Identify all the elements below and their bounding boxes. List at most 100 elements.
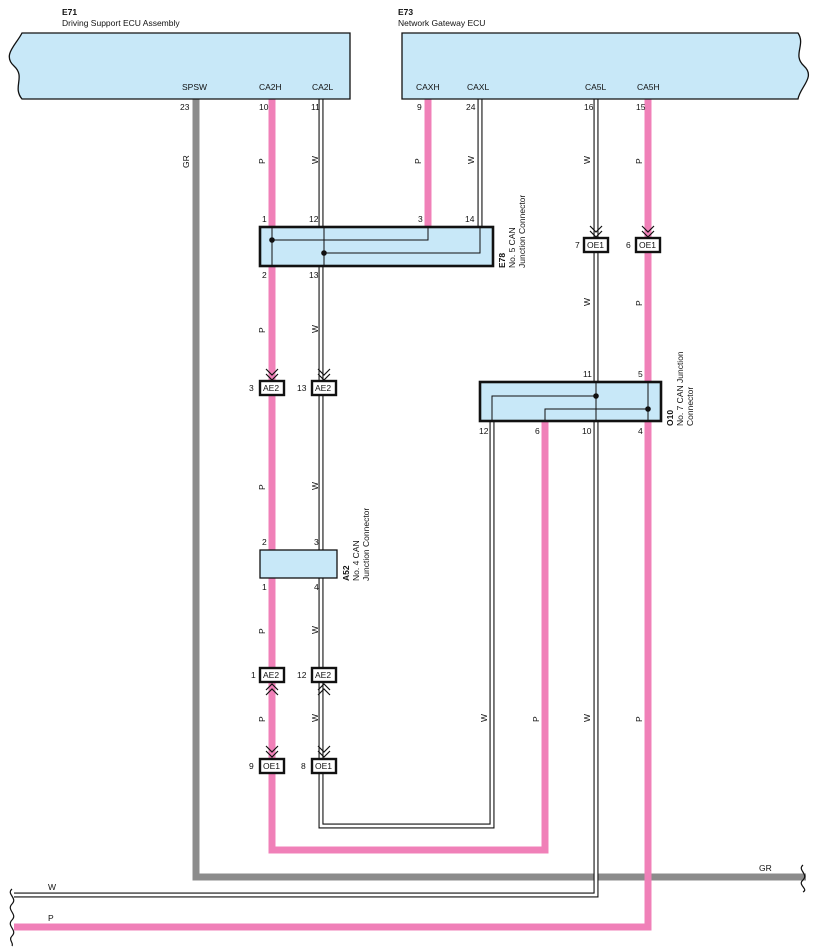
wire-label-w: W — [479, 714, 489, 722]
continuation-w-label: W — [48, 882, 56, 892]
inline-connector-oe1-6: OE1 6 — [626, 225, 662, 254]
inline-connector-oe1-8: OE1 8 — [301, 745, 338, 775]
e71-pin-10: 10 — [259, 102, 269, 112]
e78-pin-2: 2 — [262, 270, 267, 280]
inline-connector-ae2-13: AE2 13 — [297, 368, 338, 397]
e73-pin-label-ca5h: CA5H — [637, 82, 660, 92]
a52-pin-2: 2 — [262, 537, 267, 547]
e78-pin-13: 13 — [309, 270, 319, 280]
o10-pin-5: 5 — [638, 369, 643, 379]
e71-pin-label-spsw: SPSW — [182, 82, 207, 92]
continuation-right: GR — [759, 863, 806, 893]
o10-pin-6: 6 — [535, 426, 540, 436]
e71-pin-label-ca2h: CA2H — [259, 82, 282, 92]
wire-color-labels: GR P W P W W P P W W P P W P W P W W P W… — [181, 155, 644, 722]
wire-label-p: P — [257, 158, 267, 164]
ae2-12-pin: 12 — [297, 670, 307, 680]
wire-label-gr: GR — [181, 155, 191, 168]
e73-pin-24: 24 — [466, 102, 476, 112]
oe1-6-pin: 6 — [626, 240, 631, 250]
a52-pin-3: 3 — [314, 537, 319, 547]
ecu-e71: E71 Driving Support ECU Assembly SPSW CA… — [8, 7, 351, 112]
inline-connector-oe1-7: OE1 7 — [575, 225, 610, 254]
e71-pin-23: 23 — [180, 102, 190, 112]
continuation-left: W P — [9, 882, 56, 947]
inline-connector-ae2-1: AE2 1 — [251, 666, 286, 696]
inline-connector-ae2-12: AE2 12 — [297, 666, 338, 696]
e73-pin-15: 15 — [636, 102, 646, 112]
wire-label-p: P — [634, 716, 644, 722]
o10-pin-4: 4 — [638, 426, 643, 436]
wire-label-w: W — [310, 626, 320, 634]
wire-label-w: W — [310, 482, 320, 490]
e78-pin-1: 1 — [262, 214, 267, 224]
wire-p-ca2h — [268, 99, 549, 854]
e71-pin-label-ca2l: CA2L — [312, 82, 334, 92]
wire-w-ca2l — [318, 99, 495, 829]
wire-p-ca5h — [14, 99, 652, 931]
continuation-gr-label: GR — [759, 863, 772, 873]
e73-pin-label-caxh: CAXH — [416, 82, 440, 92]
ae2-1-label: AE2 — [263, 670, 279, 680]
a52-pin-4: 4 — [314, 582, 319, 592]
e78-pin-14: 14 — [465, 214, 475, 224]
wire-label-p: P — [634, 158, 644, 164]
ae2-3-pin: 3 — [249, 383, 254, 393]
oe1-7-pin: 7 — [575, 240, 580, 250]
wire-label-p: P — [257, 628, 267, 634]
wire-label-w: W — [310, 156, 320, 164]
wire-label-p: P — [413, 158, 423, 164]
wire-label-p: P — [257, 327, 267, 333]
e73-code: E73 — [398, 7, 413, 17]
oe1-8-label: OE1 — [315, 761, 332, 771]
o10-line2: Connector — [685, 387, 695, 426]
e73-pin-16: 16 — [584, 102, 594, 112]
e71-code: E71 — [62, 7, 77, 17]
e73-pin-label-ca5l: CA5L — [585, 82, 607, 92]
e73-pin-9: 9 — [417, 102, 422, 112]
ae2-1-pin: 1 — [251, 670, 256, 680]
a52-line2: Junction Connector — [361, 508, 371, 581]
wire-label-w: W — [582, 714, 592, 722]
o10-code: O10 — [665, 410, 675, 426]
inline-connector-oe1-9: OE1 9 — [249, 745, 286, 775]
ae2-12-label: AE2 — [315, 670, 331, 680]
wire-label-w: W — [582, 298, 592, 306]
wire-gr-spsw — [192, 99, 806, 881]
ae2-13-pin: 13 — [297, 383, 307, 393]
oe1-9-pin: 9 — [249, 761, 254, 771]
o10-pin-11: 11 — [583, 369, 592, 379]
wire-label-w: W — [466, 156, 476, 164]
ae2-13-label: AE2 — [315, 383, 331, 393]
junction-o10: 11 5 12 6 10 4 O10 No. 7 CAN Junction Co… — [478, 351, 695, 436]
e78-pin-3: 3 — [418, 214, 423, 224]
o10-line1: No. 7 CAN Junction — [675, 351, 685, 426]
e73-pin-label-caxl: CAXL — [467, 82, 489, 92]
oe1-9-label: OE1 — [263, 761, 280, 771]
a52-line1: No. 4 CAN — [351, 540, 361, 581]
oe1-8-pin: 8 — [301, 761, 306, 771]
inline-connector-ae2-3: AE2 3 — [249, 368, 286, 397]
ae2-3-label: AE2 — [263, 383, 279, 393]
o10-pin-10: 10 — [582, 426, 592, 436]
junction-a52: 2 3 1 4 A52 No. 4 CAN Junction Connector — [259, 508, 371, 592]
wire-w-ca5l — [14, 99, 599, 898]
wire-label-p: P — [634, 300, 644, 306]
oe1-7-label: OE1 — [587, 240, 604, 250]
e78-code: E78 — [497, 253, 507, 268]
continuation-p-label: P — [48, 913, 54, 923]
wire-label-w: W — [310, 714, 320, 722]
oe1-6-label: OE1 — [639, 240, 656, 250]
a52-pin-1: 1 — [262, 582, 267, 592]
o10-pin-12: 12 — [479, 426, 489, 436]
junction-e78: 1 12 3 14 2 13 E78 No. 5 CAN Junction Co… — [258, 195, 527, 280]
a52-code: A52 — [341, 565, 351, 581]
e71-pin-11: 11 — [311, 102, 320, 112]
wire-label-p: P — [257, 716, 267, 722]
wire-label-w: W — [582, 156, 592, 164]
wire-label-p: P — [531, 716, 541, 722]
ecu-e73: E73 Network Gateway ECU CAXH CAXL CA5L C… — [398, 7, 810, 112]
e78-line1: No. 5 CAN — [507, 227, 517, 268]
e78-line2: Junction Connector — [517, 195, 527, 268]
